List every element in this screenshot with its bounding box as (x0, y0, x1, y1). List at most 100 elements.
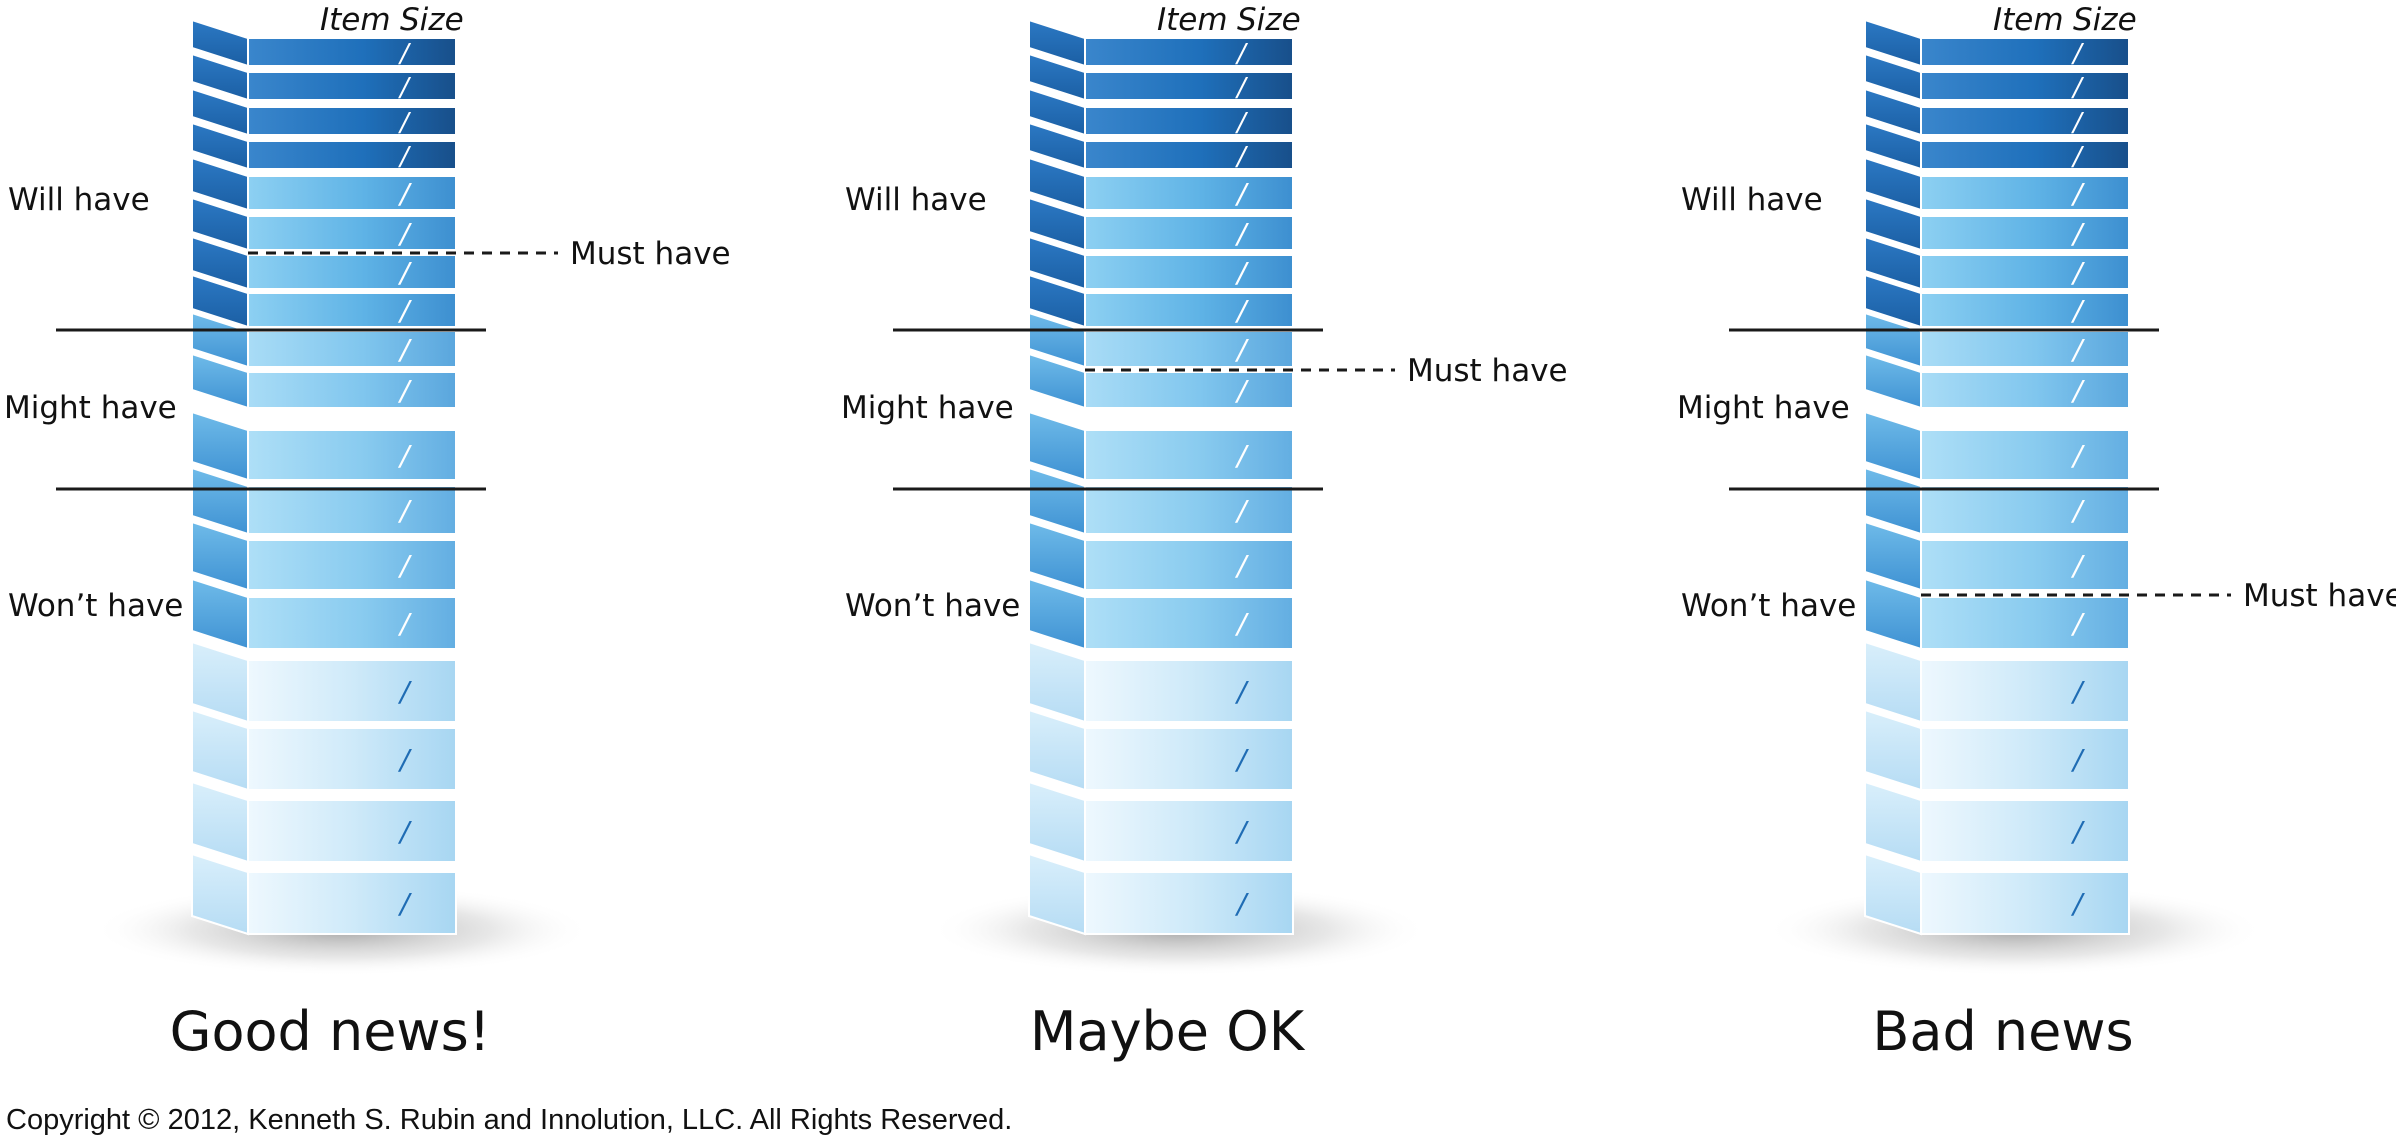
block-face (1084, 485, 1294, 535)
size-mark: / (397, 256, 412, 289)
backlog-item-block: / (1864, 196, 2130, 252)
size-mark: / (1234, 607, 1249, 640)
block-side (191, 640, 249, 724)
backlog-item-block: / (1864, 156, 2130, 212)
backlog-item-block: / (1028, 640, 1294, 724)
block-face (1084, 254, 1294, 290)
size-mark: / (1235, 39, 1249, 69)
size-mark: / (2070, 815, 2085, 848)
size-mark: / (397, 607, 412, 640)
block-face (1920, 37, 2130, 67)
backlog-item-block: / (1028, 235, 1294, 291)
label-wont-have: Won’t have (1681, 588, 1856, 624)
backlog-item-block: / (191, 18, 457, 69)
block-face (247, 659, 457, 723)
block-face (1084, 429, 1294, 481)
block-face (1084, 71, 1294, 101)
backlog-item-block: / (191, 196, 457, 252)
block-face (247, 596, 457, 650)
backlog-item-block: / (1028, 852, 1294, 936)
block-face (247, 140, 457, 170)
backlog-item-block: / (191, 87, 457, 138)
block-face (247, 539, 457, 591)
size-mark: / (1234, 439, 1249, 472)
backlog-item-block: / (1864, 121, 2130, 172)
block-face (1920, 596, 2130, 650)
block-side (1864, 708, 1922, 792)
label-wont-have: Won’t have (845, 588, 1020, 624)
block-face (1920, 140, 2130, 170)
size-mark: / (397, 294, 412, 327)
size-mark: / (397, 494, 412, 527)
block-face (247, 330, 457, 368)
size-mark: / (398, 73, 412, 103)
size-mark: / (2070, 549, 2085, 582)
header-item: Item (1157, 2, 1228, 38)
backlog-item-block: / (1028, 520, 1294, 592)
block-side (191, 577, 249, 651)
block-face (1084, 37, 1294, 67)
block-face (247, 485, 457, 535)
size-mark: / (1234, 494, 1249, 527)
size-mark: / (2070, 494, 2085, 527)
block-face (1084, 371, 1294, 409)
backlog-item-block: / (1028, 52, 1294, 103)
size-mark: / (397, 743, 412, 776)
size-mark: / (2070, 294, 2085, 327)
block-face (1920, 659, 2130, 723)
backlog-item-block: / (1028, 577, 1294, 651)
backlog-item-block: / (1864, 410, 2130, 482)
block-face (247, 71, 457, 101)
block-face (247, 106, 457, 136)
size-mark: / (2070, 607, 2085, 640)
backlog-item-block: / (1028, 780, 1294, 864)
block-side (1028, 577, 1086, 651)
backlog-item-block: / (1028, 352, 1294, 410)
backlog-item-block: / (1028, 18, 1294, 69)
backlog-item-block: / (1028, 87, 1294, 138)
block-face (1920, 71, 2130, 101)
block-face (247, 175, 457, 211)
block-side (1864, 577, 1922, 651)
size-mark: / (2070, 333, 2085, 366)
backlog-item-block: / (1028, 156, 1294, 212)
size-mark: / (397, 177, 412, 210)
size-mark: / (1235, 108, 1249, 138)
block-side (191, 780, 249, 864)
label-must-have: Must have (1407, 353, 1568, 389)
size-mark: / (1235, 142, 1249, 172)
size-mark: / (1234, 294, 1249, 327)
label-wont-have: Won’t have (8, 588, 183, 624)
backlog-item-block: / (1028, 466, 1294, 536)
label-might-have: Might have (4, 390, 177, 426)
block-face (1084, 330, 1294, 368)
block-face (247, 871, 457, 935)
block-face (1084, 175, 1294, 211)
backlog-item-block: / (1864, 577, 2130, 651)
block-side (1028, 780, 1086, 864)
copyright-notice: Copyright © 2012, Kenneth S. Rubin and I… (6, 1104, 1013, 1136)
backlog-item-block: / (191, 121, 457, 172)
block-face (1084, 596, 1294, 650)
size-mark: / (2071, 108, 2085, 138)
size-mark: / (397, 887, 412, 920)
backlog-item-block: / (191, 708, 457, 792)
block-face (1920, 727, 2130, 791)
header-item: Item (320, 2, 391, 38)
block-face (1920, 330, 2130, 368)
block-side (1028, 640, 1086, 724)
size-mark: / (1234, 217, 1249, 250)
size-mark: / (398, 108, 412, 138)
size-mark: / (1234, 549, 1249, 582)
size-mark: / (1234, 374, 1249, 407)
label-will-have: Will have (845, 182, 987, 218)
block-face (1084, 871, 1294, 935)
backlog-item-block: / (1028, 410, 1294, 482)
block-face (1084, 727, 1294, 791)
size-mark: / (397, 217, 412, 250)
backlog-item-block: / (1028, 273, 1294, 329)
block-side (191, 708, 249, 792)
